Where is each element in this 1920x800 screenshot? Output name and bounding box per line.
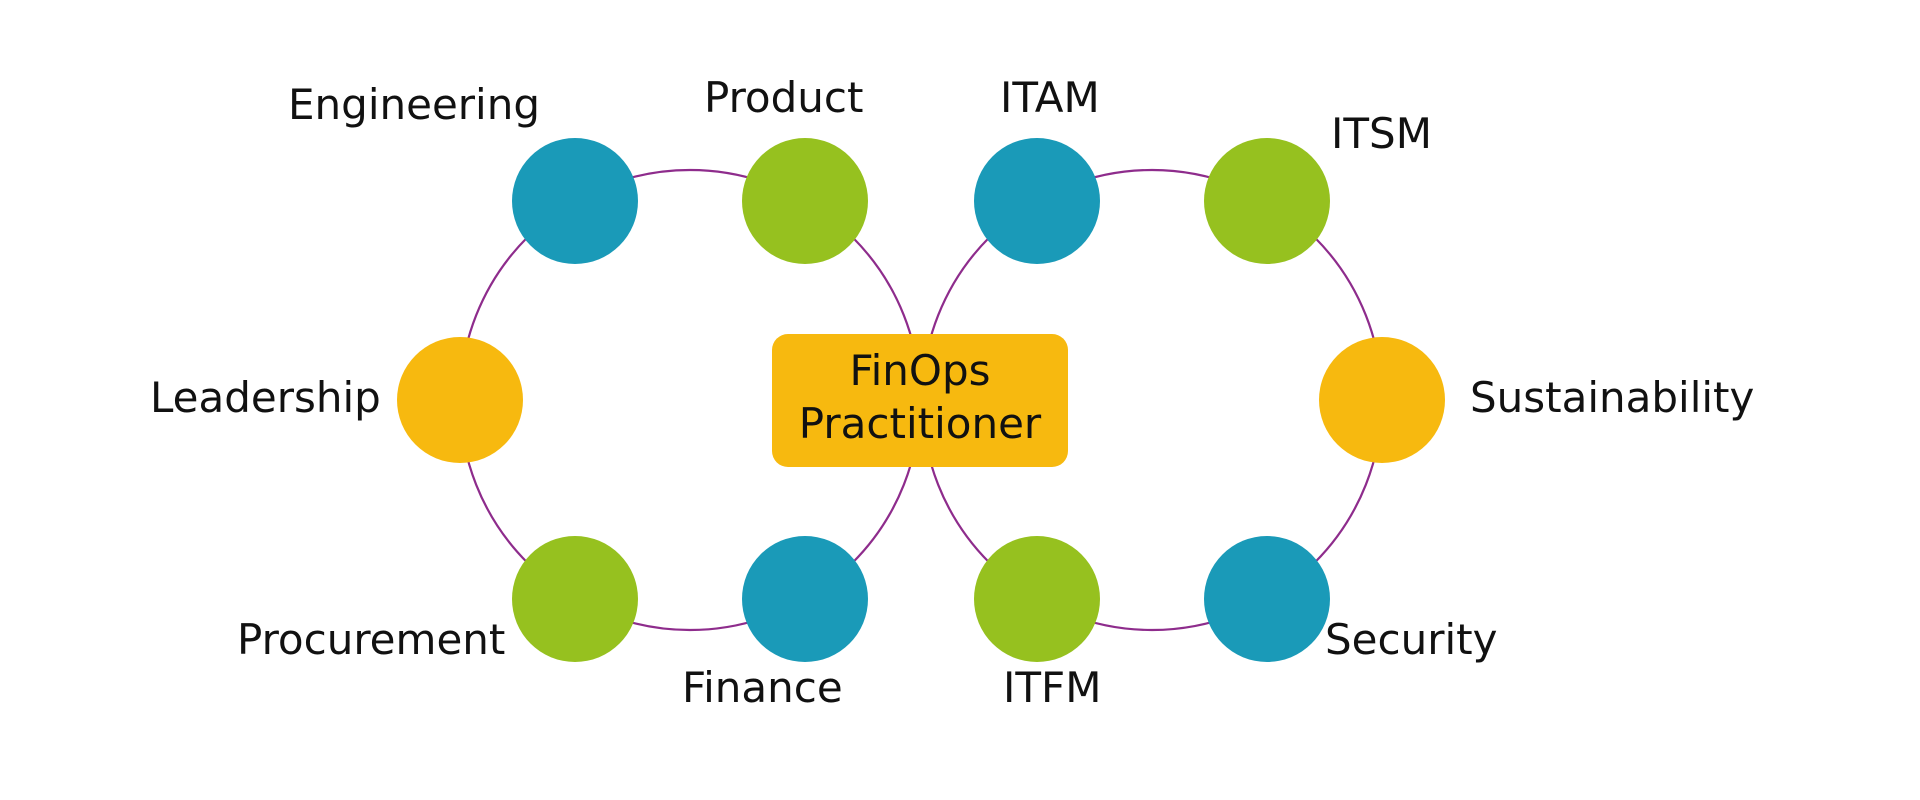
procurement-label: Procurement — [237, 615, 505, 664]
itfm-circle — [974, 536, 1100, 662]
node-itfm: ITFM — [974, 536, 1101, 712]
sustainability-label: Sustainability — [1470, 373, 1754, 422]
leadership-circle — [397, 337, 523, 463]
finance-label: Finance — [682, 663, 843, 712]
itfm-label: ITFM — [1003, 663, 1101, 712]
center-label-line-1: FinOps — [850, 346, 991, 395]
procurement-circle — [512, 536, 638, 662]
security-label: Security — [1325, 615, 1497, 664]
leadership-label: Leadership — [150, 373, 381, 422]
security-circle — [1204, 536, 1330, 662]
itsm-label: ITSM — [1331, 109, 1432, 158]
center-node-finops-practitioner: FinOps Practitioner — [772, 334, 1068, 467]
itam-label: ITAM — [1000, 73, 1100, 122]
node-sustainability: Sustainability — [1319, 337, 1754, 463]
node-itsm: ITSM — [1204, 109, 1432, 264]
finance-circle — [742, 536, 868, 662]
itam-circle — [974, 138, 1100, 264]
itsm-circle — [1204, 138, 1330, 264]
center-label-line-2: Practitioner — [799, 399, 1042, 448]
node-product: Product — [704, 73, 868, 264]
node-engineering: Engineering — [288, 80, 638, 264]
engineering-circle — [512, 138, 638, 264]
node-security: Security — [1204, 536, 1497, 664]
node-leadership: Leadership — [150, 337, 523, 463]
node-finance: Finance — [682, 536, 868, 712]
node-procurement: Procurement — [237, 536, 638, 664]
node-itam: ITAM — [974, 73, 1100, 264]
center-box — [772, 334, 1068, 467]
product-circle — [742, 138, 868, 264]
product-label: Product — [704, 73, 863, 122]
sustainability-circle — [1319, 337, 1445, 463]
engineering-label: Engineering — [288, 80, 540, 129]
